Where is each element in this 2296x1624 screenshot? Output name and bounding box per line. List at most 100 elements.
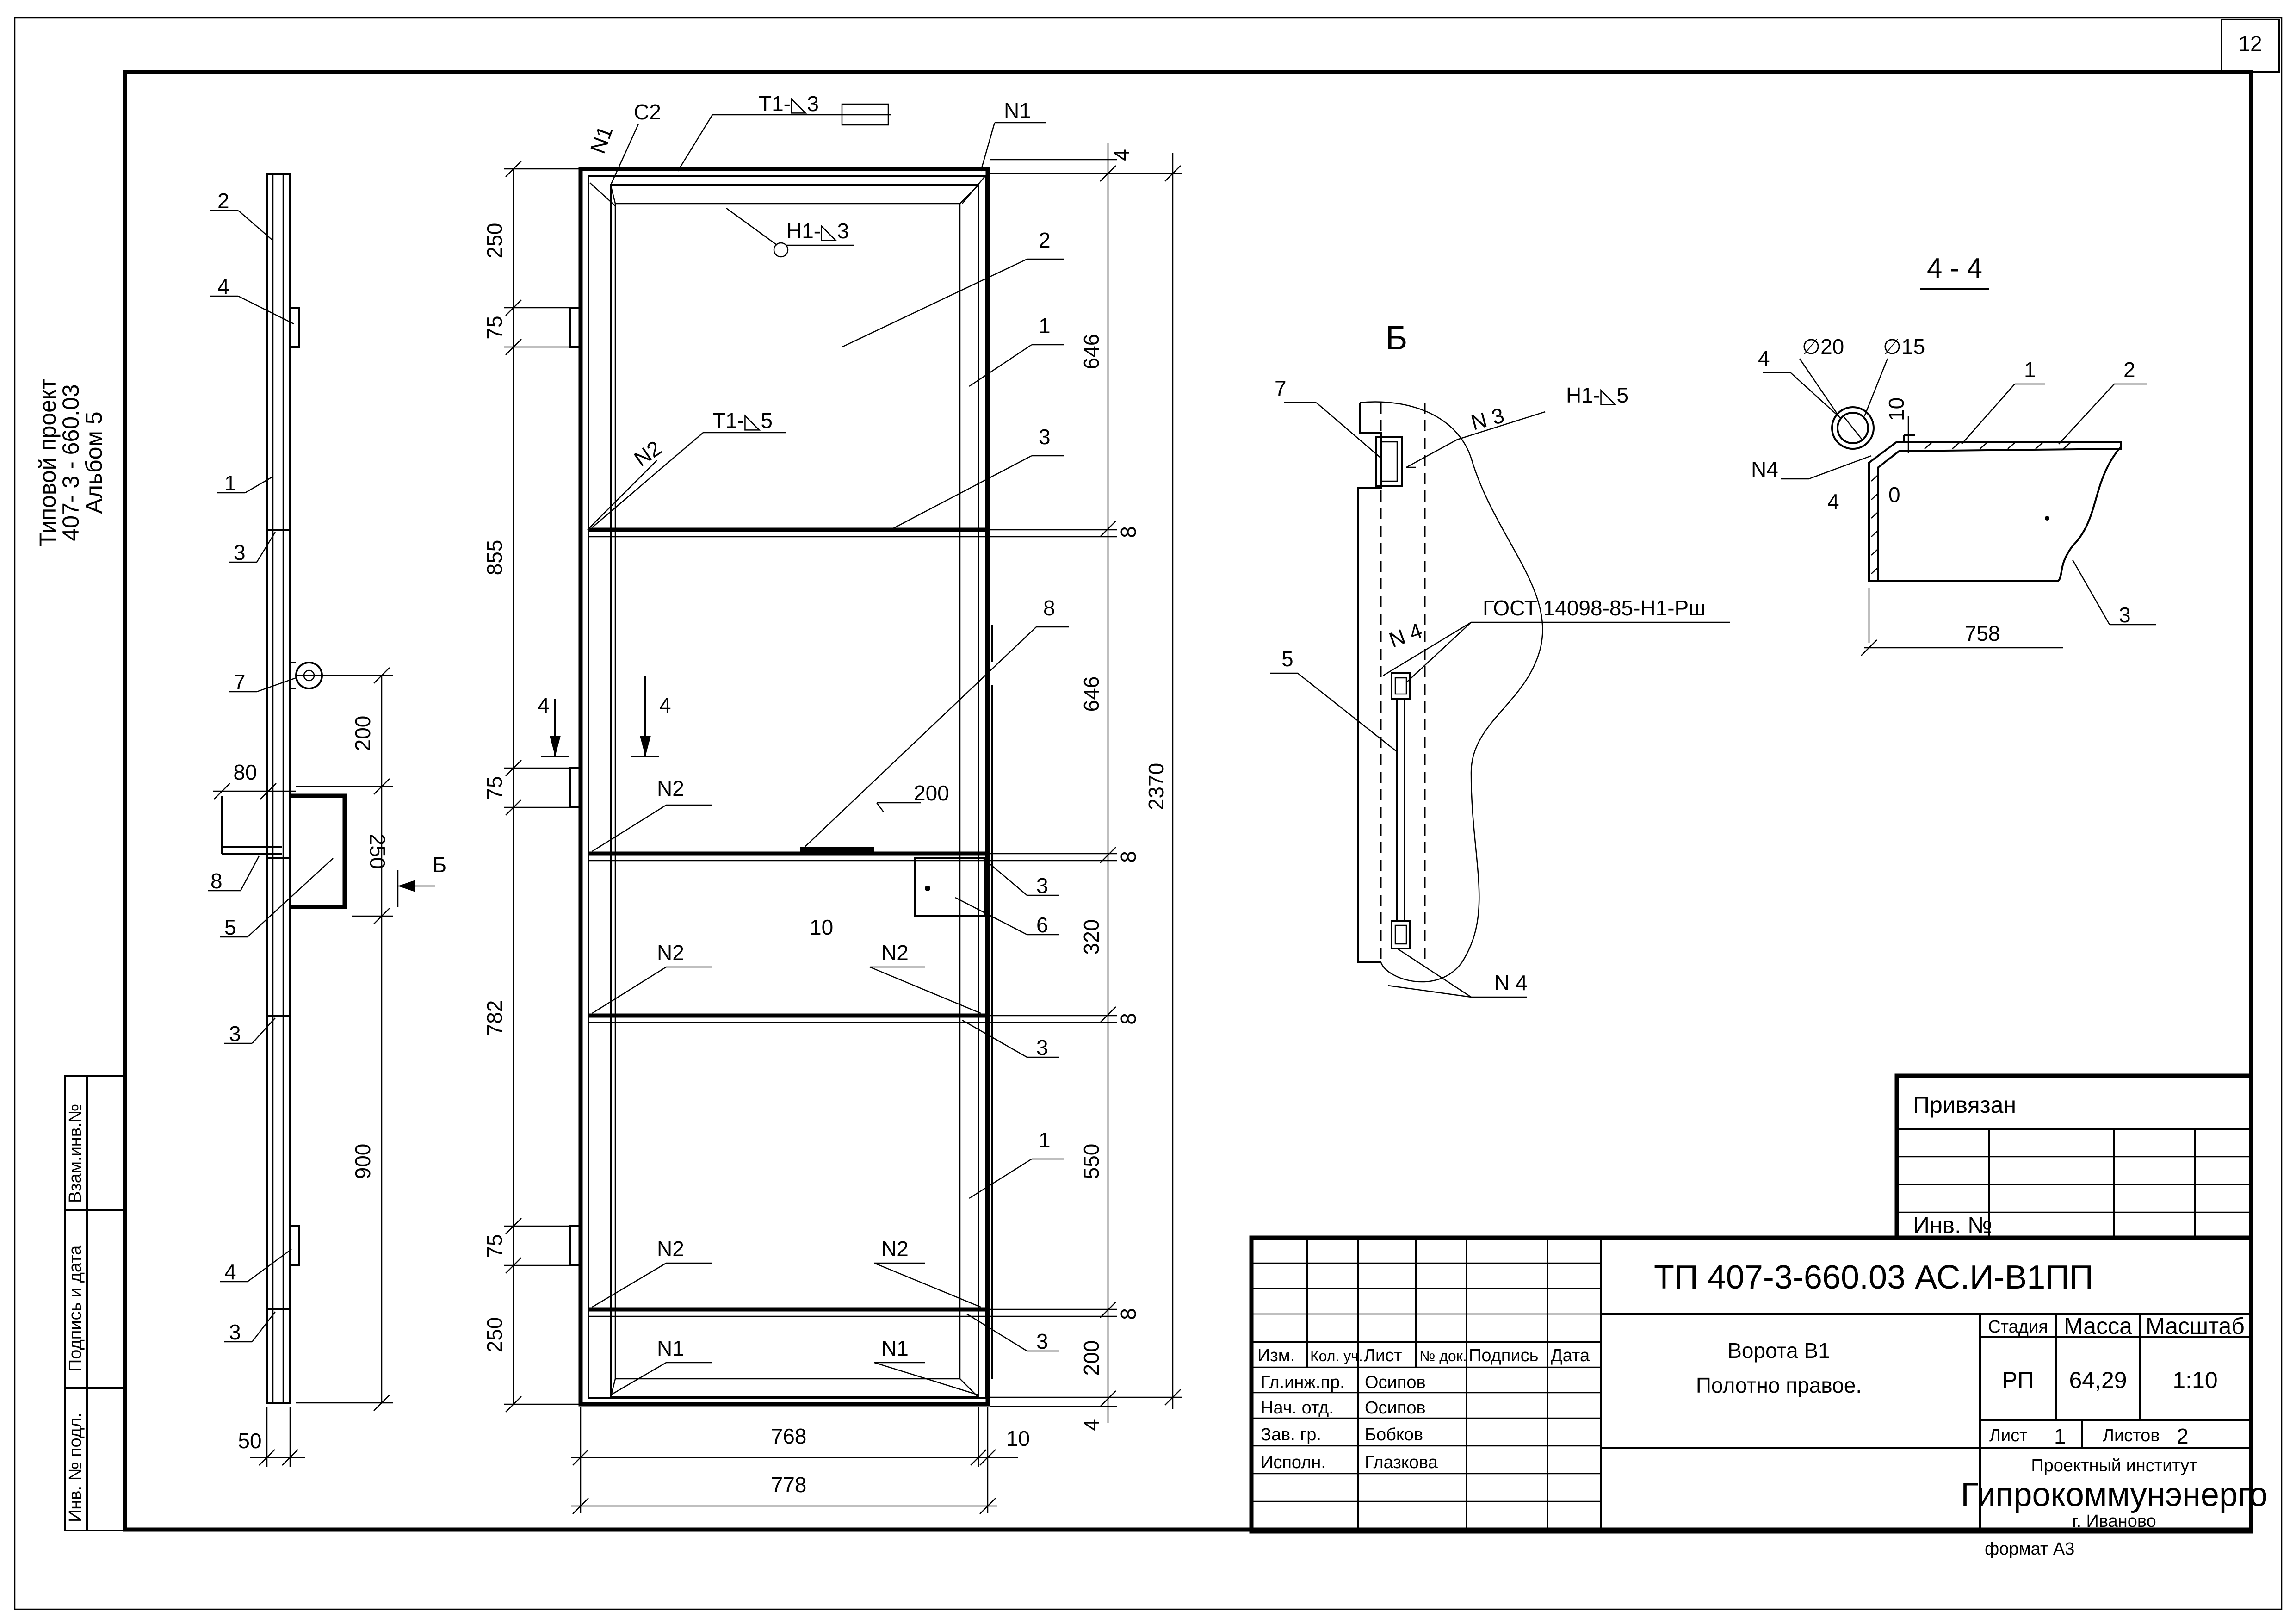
object-line1: Ворота В1	[1727, 1339, 1830, 1363]
bottom-dim-10: 10	[1006, 1426, 1030, 1450]
section-dia-15: ∅15	[1883, 335, 1925, 359]
mass-header: Масса	[2064, 1313, 2132, 1339]
detail-b-title: Б	[1386, 320, 1407, 357]
section-dim-758: 758	[1965, 621, 2000, 645]
section-dim-4: 4	[1827, 490, 1839, 514]
side-dim-200: 200	[351, 716, 375, 751]
sheet-frame: 12	[14, 17, 2283, 1610]
org-line2: Гипрокоммунэнерго	[1961, 1476, 2267, 1513]
front-width-200: 200	[914, 781, 949, 805]
side-callout-2: 2	[217, 189, 229, 213]
front-c2: C2	[634, 100, 661, 124]
stage-header: Стадия	[1988, 1317, 2048, 1337]
section-dia-20: ∅20	[1802, 335, 1844, 359]
left-dim-250-top: 250	[483, 223, 507, 259]
right-dim-8-a: 8	[1116, 526, 1140, 538]
front-callout-8: 8	[1043, 596, 1055, 620]
name-1: Осипов	[1365, 1373, 1426, 1392]
front-n1-left: N1	[586, 123, 618, 156]
bottom-dim-778: 778	[771, 1473, 807, 1497]
side-dim-900: 900	[351, 1144, 375, 1179]
sheets-value: 2	[2177, 1424, 2189, 1448]
col-list: Лист	[1364, 1346, 1402, 1365]
front-callout-3d: 3	[1036, 1329, 1048, 1353]
name-4: Глазкова	[1365, 1453, 1438, 1472]
inv-label: Инв. №	[1913, 1212, 1993, 1238]
front-t1-5: Т1-◺5	[712, 409, 773, 433]
left-dim-75-b: 75	[483, 776, 507, 800]
side-dim-50: 50	[238, 1429, 261, 1453]
scale-header: Масштаб	[2146, 1313, 2245, 1339]
privyazan-label: Привязан	[1913, 1092, 2016, 1118]
side-stamp-line1: Типовой проект	[35, 379, 61, 547]
left-dim-782: 782	[483, 1000, 507, 1036]
bottom-dim-768: 768	[771, 1424, 807, 1448]
front-label-10: 10	[810, 915, 833, 939]
name-2: Осипов	[1365, 1398, 1426, 1418]
format-label: формат А3	[1985, 1539, 2074, 1559]
mass-value: 64,29	[2069, 1367, 2127, 1393]
scale-value: 1:10	[2172, 1367, 2217, 1393]
role-1: Гл.инж.пр.	[1261, 1373, 1345, 1392]
left-margin-stamp: Взам.инв.№ Подпись и дата Инв. № подл.	[64, 1075, 126, 1531]
side-section-b: Б	[433, 853, 446, 877]
name-3: Бобков	[1365, 1425, 1423, 1444]
detail-b-n4-top: N 4	[1386, 618, 1425, 652]
inv-podl-label: Инв. № подл.	[66, 1413, 85, 1522]
side-callout-4b: 4	[224, 1260, 236, 1284]
front-n2-e: N2	[657, 1237, 684, 1261]
object-line2: Полотно правое.	[1696, 1373, 1862, 1397]
front-callout-3b: 3	[1036, 874, 1048, 898]
right-dim-8-c: 8	[1116, 1013, 1140, 1025]
col-podpis: Подпись	[1469, 1346, 1538, 1365]
front-n2-b: N2	[657, 776, 684, 800]
section-n4: N4	[1751, 457, 1778, 481]
side-callout-3b: 3	[229, 1022, 241, 1046]
section-dim-0: 0	[1888, 483, 1900, 507]
section-callout-2: 2	[2123, 358, 2135, 382]
front-n2-f: N2	[881, 1237, 909, 1261]
org-line1: Проектный институт	[2031, 1456, 2197, 1475]
col-kol-uch: Кол. уч.	[1310, 1348, 1363, 1364]
front-view: N1 C2 Т1-◺3 N1 Н1-◺3 Т1-◺5 N2 N2 N2 N2 N…	[483, 92, 1182, 1514]
left-dim-250-bottom: 250	[483, 1317, 507, 1353]
front-n2-c: N2	[657, 941, 684, 965]
right-dim-8-d: 8	[1116, 1308, 1140, 1320]
sheet-label: Лист	[1989, 1426, 2028, 1445]
left-dim-75-c: 75	[483, 1234, 507, 1258]
front-n1-br: N1	[881, 1336, 909, 1360]
front-callout-1b: 1	[1039, 1128, 1051, 1152]
side-stamp-line2: 407- 3 - 660.03	[58, 384, 84, 541]
detail-b: Б 7 N 3 Н1-◺5 5 N 4	[1270, 320, 1730, 998]
podpis-data-label: Подпись и дата	[66, 1245, 85, 1372]
role-2: Нач. отд.	[1261, 1398, 1334, 1418]
front-callout-1: 1	[1039, 314, 1051, 338]
front-n1-bl: N1	[657, 1336, 684, 1360]
side-callout-3a: 3	[234, 540, 246, 564]
side-callout-1: 1	[224, 471, 236, 495]
front-n1-right: N1	[1004, 99, 1031, 123]
right-dim-2370: 2370	[1144, 763, 1168, 810]
front-callout-6: 6	[1036, 913, 1048, 937]
right-dim-200: 200	[1079, 1340, 1103, 1376]
front-callout-2: 2	[1039, 228, 1051, 252]
section-4-4: 4 - 4	[1751, 253, 2156, 656]
side-callout-3c: 3	[229, 1320, 241, 1344]
project-code: ТП 407-3-660.03 АС.И-В1ПП	[1654, 1259, 2093, 1296]
stage-value: РП	[2002, 1367, 2034, 1393]
role-3: Зав. гр.	[1261, 1425, 1321, 1444]
section-callout-3: 3	[2119, 603, 2131, 627]
front-section-4-left: 4	[538, 693, 550, 717]
front-section-4-right: 4	[659, 693, 671, 717]
side-dim-250: 250	[365, 834, 390, 869]
section-callout-4: 4	[1758, 346, 1770, 370]
left-dim-855: 855	[483, 540, 507, 576]
col-n-dok: № док.	[1419, 1348, 1467, 1364]
side-callout-4: 4	[217, 274, 229, 298]
detail-b-callout-7: 7	[1275, 376, 1287, 400]
right-dim-4-top: 4	[1109, 149, 1133, 161]
vzam-inv-label: Взам.инв.№	[66, 1104, 85, 1203]
title-block: Привязан Инв. №	[1249, 1073, 2268, 1534]
right-dim-4-bottom: 4	[1079, 1419, 1103, 1431]
detail-b-h1-5: Н1-◺5	[1566, 383, 1628, 407]
